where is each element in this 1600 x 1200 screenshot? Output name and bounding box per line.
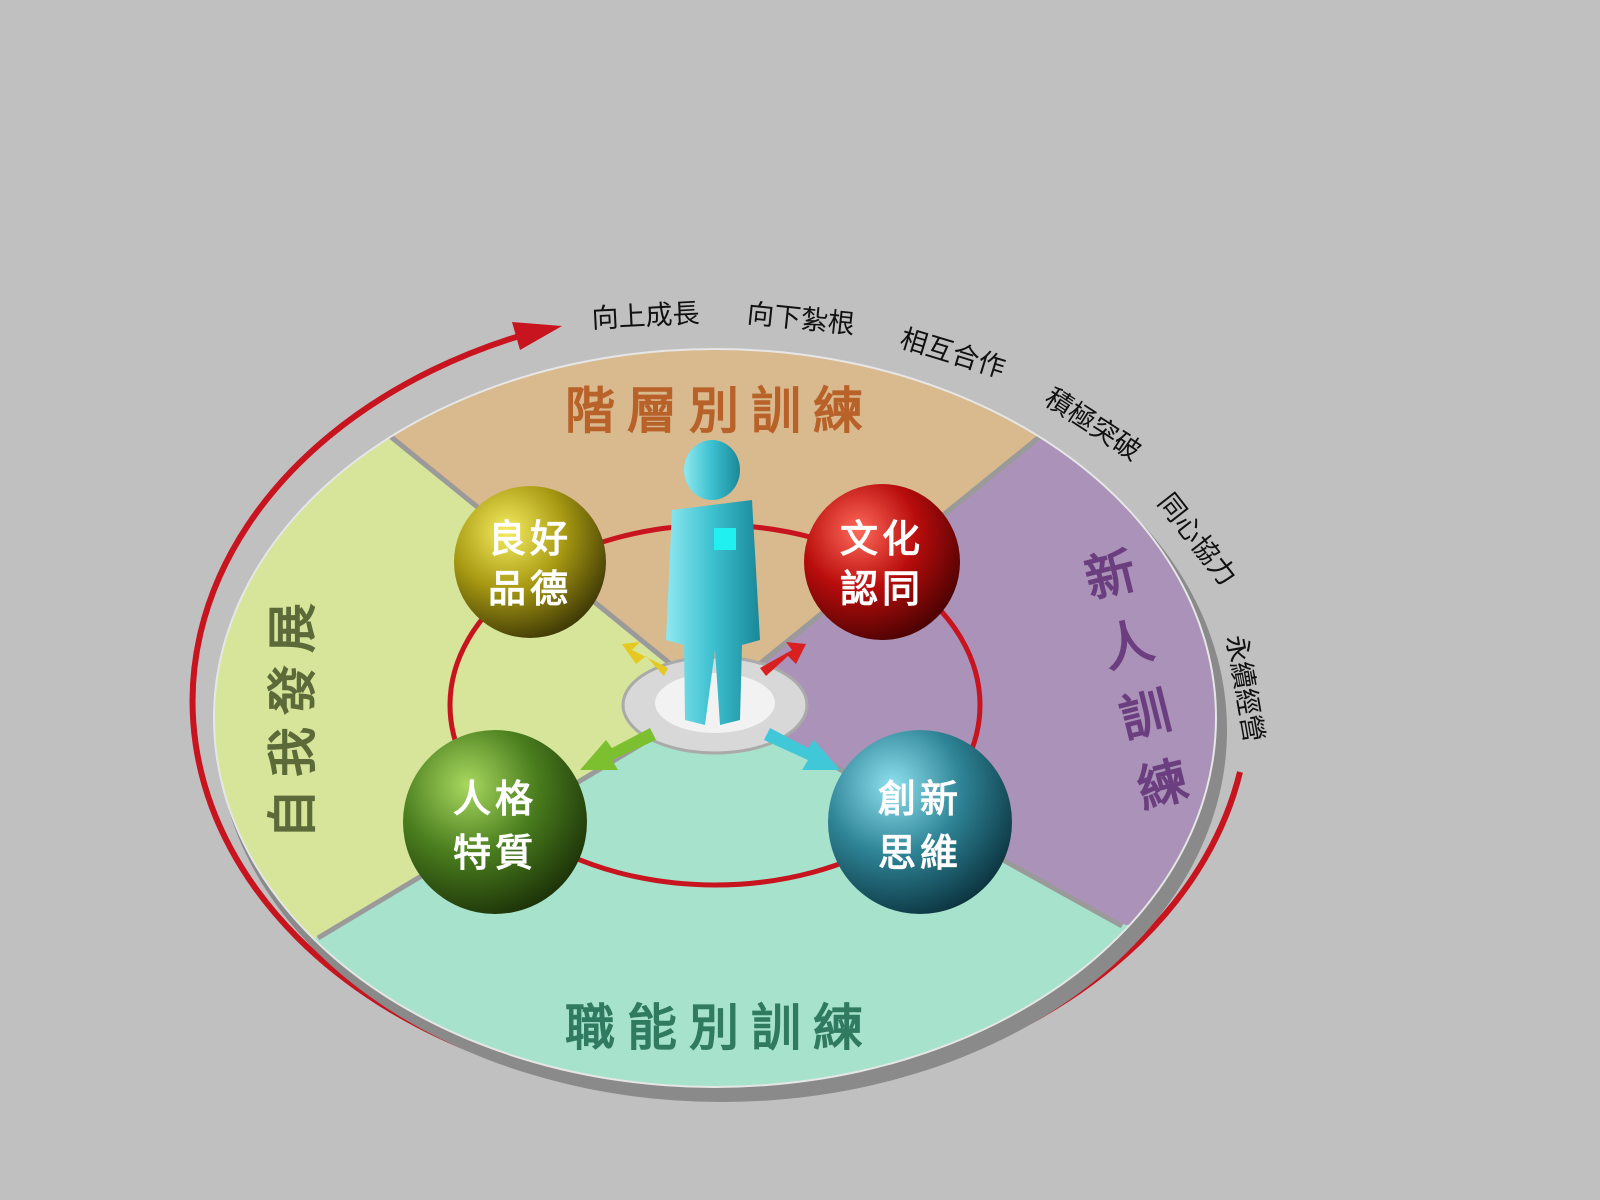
sphere-label: 特質: [453, 831, 537, 875]
sphere-label: 創新: [878, 777, 962, 821]
sphere-personality: 人格 特質: [403, 730, 587, 914]
sphere-label: 認同: [840, 567, 924, 611]
arrow-red-icon: [760, 642, 806, 676]
quadrant-bottom: [215, 700, 1215, 1086]
arrow-green-icon: [580, 728, 656, 770]
arc-label: 向上成長: [591, 298, 700, 335]
arc-label: 永續經營: [1220, 633, 1269, 745]
arrow-head-icon: [512, 322, 562, 350]
quadrant-label-bottom: 職能別訓練: [565, 999, 875, 1057]
quadrant-label-top: 階層別訓練: [565, 382, 875, 440]
sphere-label: 品德: [488, 567, 572, 611]
person-icon: [666, 440, 760, 725]
quadrant-right: [715, 430, 1215, 930]
sphere-label: 文化: [840, 517, 924, 561]
sphere-innovation: 創新 思維: [828, 730, 1012, 914]
sphere-label: 良好: [488, 517, 572, 561]
quadrant-top: [380, 350, 1060, 700]
arc-label: 相互合作: [896, 323, 1008, 384]
sphere-label: 人格: [453, 777, 537, 821]
quadrant-left: [215, 430, 715, 940]
sphere-character: 良好 品德: [454, 486, 606, 638]
sphere-label: 思維: [878, 831, 962, 875]
quadrant-label-left: 自我發展: [264, 591, 322, 839]
pedestal-top: [655, 673, 775, 733]
arrow-teal-icon: [764, 728, 840, 770]
arrow-yellow-icon: [622, 642, 668, 676]
sphere-culture: 文化 認同: [804, 484, 960, 640]
arc-label: 向下紮根: [746, 298, 857, 340]
